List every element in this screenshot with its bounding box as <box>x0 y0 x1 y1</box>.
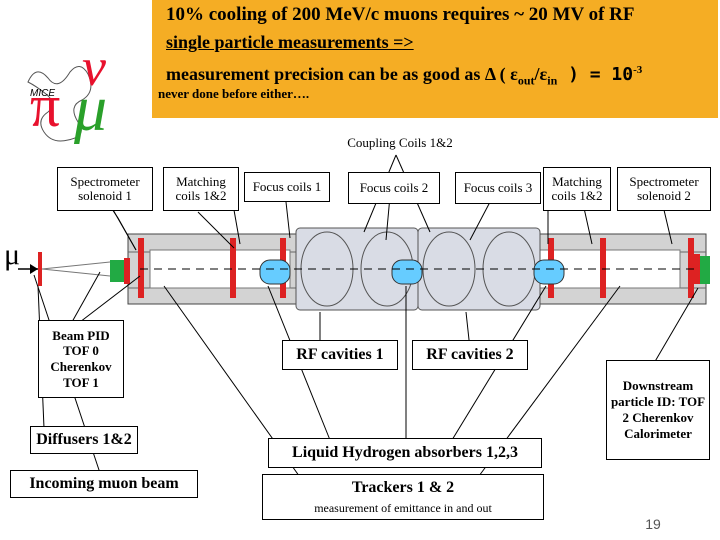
delta-symbol: Δ <box>484 64 496 84</box>
downstream-pid-label: Downstream particle ID: TOF 2 Cherenkov … <box>606 360 710 460</box>
lh2-absorber-3 <box>533 259 565 285</box>
trackers-label: Trackers 1 & 2 <box>351 478 455 496</box>
logo-squiggle-icon <box>27 66 92 142</box>
rf-cavities-1-label: RF cavities 1 <box>282 340 398 370</box>
focus-coil-2-label: Focus coils 2 <box>348 172 440 204</box>
page-number: 19 <box>645 516 661 532</box>
coil <box>688 238 694 298</box>
spectrometer-2-label: Spectrometer solenoid 2 <box>617 167 711 211</box>
trackers-box: Trackers 1 & 2 measurement of emittance … <box>262 474 544 520</box>
banner-line-2: single particle measurements => <box>166 32 414 52</box>
incoming-beam <box>18 252 710 286</box>
coil <box>600 238 606 298</box>
focus-coil-1-label: Focus coils 1 <box>244 172 330 202</box>
beamline-body <box>127 227 707 311</box>
banner-line-1: 10% cooling of 200 MeV/c muons requires … <box>166 4 635 25</box>
emittance-label: measurement of emittance in and out <box>314 500 492 515</box>
beam-pid-label: Beam PID TOF 0 Cherenkov TOF 1 <box>38 320 124 398</box>
rf-cavities-2-label: RF cavities 2 <box>412 340 528 370</box>
detector-red-left <box>124 258 130 284</box>
logo-pi: π <box>30 73 61 139</box>
banner-line-4: never done before either…. <box>158 86 310 101</box>
lh2-absorber-1 <box>259 259 291 285</box>
coupling-coils-label: Coupling Coils 1&2 <box>347 135 453 150</box>
logo-label: MICE <box>30 88 55 99</box>
matching-coils-left-label: Matching coils 1&2 <box>163 167 239 211</box>
detector-green-right <box>700 256 710 284</box>
focus-coil-3-label: Focus coils 3 <box>455 172 541 204</box>
matching-coils-right-label: Matching coils 1&2 <box>543 167 611 211</box>
muon-symbol: μ <box>4 238 21 271</box>
detector-red-right <box>694 254 700 284</box>
lh2-absorber-2 <box>391 259 423 285</box>
mice-logo: MICE π ν μ <box>22 40 142 158</box>
spectrometer-1-label: Spectrometer solenoid 1 <box>57 167 153 211</box>
precision-text: measurement precision can be as good as <box>166 64 485 84</box>
incoming-beam-label: Incoming muon beam <box>10 470 198 498</box>
lh2-absorbers-label: Liquid Hydrogen absorbers 1,2,3 <box>268 438 542 468</box>
detector-green-left <box>110 260 124 282</box>
banner-line-3: measurement precision can be as good as … <box>166 64 643 88</box>
coil <box>138 238 144 298</box>
diffuser-plate <box>38 252 42 286</box>
coil <box>230 238 236 298</box>
title-banner <box>152 0 718 118</box>
logo-mu: μ <box>74 72 108 145</box>
logo-nu: ν <box>82 37 106 97</box>
diffusers-label: Diffusers 1&2 <box>30 426 138 454</box>
